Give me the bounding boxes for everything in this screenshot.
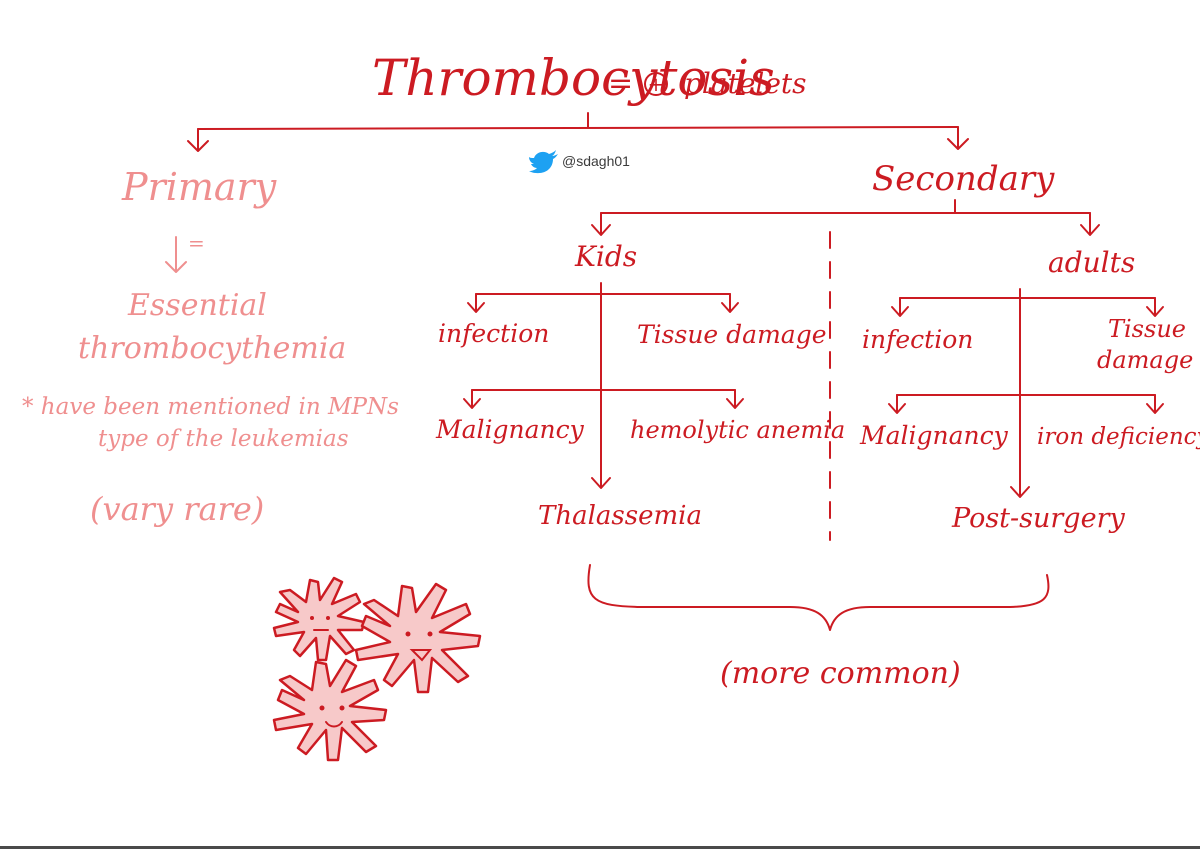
curly-brace (588, 565, 1048, 630)
platelet-cell-icon (274, 578, 364, 660)
title-plus: + (648, 72, 665, 96)
secondary-frequency: (more common) (720, 656, 961, 691)
adults-item-malignancy: Malignancy (859, 421, 1009, 450)
adults-main-arrow (1011, 289, 1029, 497)
platelet-cell-icon (356, 584, 480, 692)
kids-item-malignancy: Malignancy (435, 415, 585, 444)
adults-arrow-malignancy (889, 395, 905, 413)
adults-arrow-iron (1147, 395, 1163, 413)
adults-item-infection: infection (862, 325, 973, 354)
primary-note-line2: type of the leukemias (98, 426, 349, 452)
adults-item-iron-deficiency: iron deficiency (1037, 424, 1200, 450)
primary-result-line2: thrombocythemia (78, 331, 346, 366)
kids-arrow-hemolytic (727, 390, 743, 408)
adults-arrow-infection (892, 298, 908, 316)
adults-item-tissue: Tissue (1108, 315, 1186, 343)
watermark-handle: @sdagh01 (562, 153, 630, 169)
primary-result-line1: Essential (127, 288, 267, 323)
kids-arrow-tissue (722, 294, 738, 312)
kids-item-thalassemia: Thalassemia (538, 501, 702, 531)
primary-equals: = (188, 231, 205, 255)
arrow-to-kids (592, 213, 610, 235)
adults-label: adults (1048, 246, 1135, 279)
kids-main-arrow (592, 283, 610, 488)
top-branch-line (198, 127, 958, 129)
arrow-to-primary (188, 129, 208, 151)
primary-note-line1: * have been mentioned in MPNs (22, 394, 399, 420)
title-rest: platelets (684, 67, 807, 100)
primary-heading: Primary (121, 165, 277, 209)
kids-item-infection: infection (438, 319, 549, 348)
primary-arrow (166, 237, 186, 272)
arrow-to-secondary (948, 127, 968, 149)
adults-item-post-surgery: Post-surgery (951, 503, 1125, 534)
title-equals: = (608, 66, 633, 101)
platelet-cell-icon (274, 660, 386, 760)
twitter-bird-icon (529, 150, 558, 173)
kids-item-tissue-damage: Tissue damage (637, 320, 827, 349)
kids-item-hemolytic-anemia: hemolytic anemia (630, 416, 845, 444)
secondary-heading: Secondary (872, 159, 1055, 199)
kids-arrow-infection (468, 294, 484, 312)
arrow-to-adults (1081, 213, 1099, 235)
adults-item-damage: damage (1097, 346, 1193, 374)
primary-rarity: (vary rare) (90, 490, 264, 528)
adults-arrow-tissue (1147, 298, 1163, 316)
kids-arrow-malignancy (464, 390, 480, 408)
kids-label: Kids (574, 240, 637, 273)
